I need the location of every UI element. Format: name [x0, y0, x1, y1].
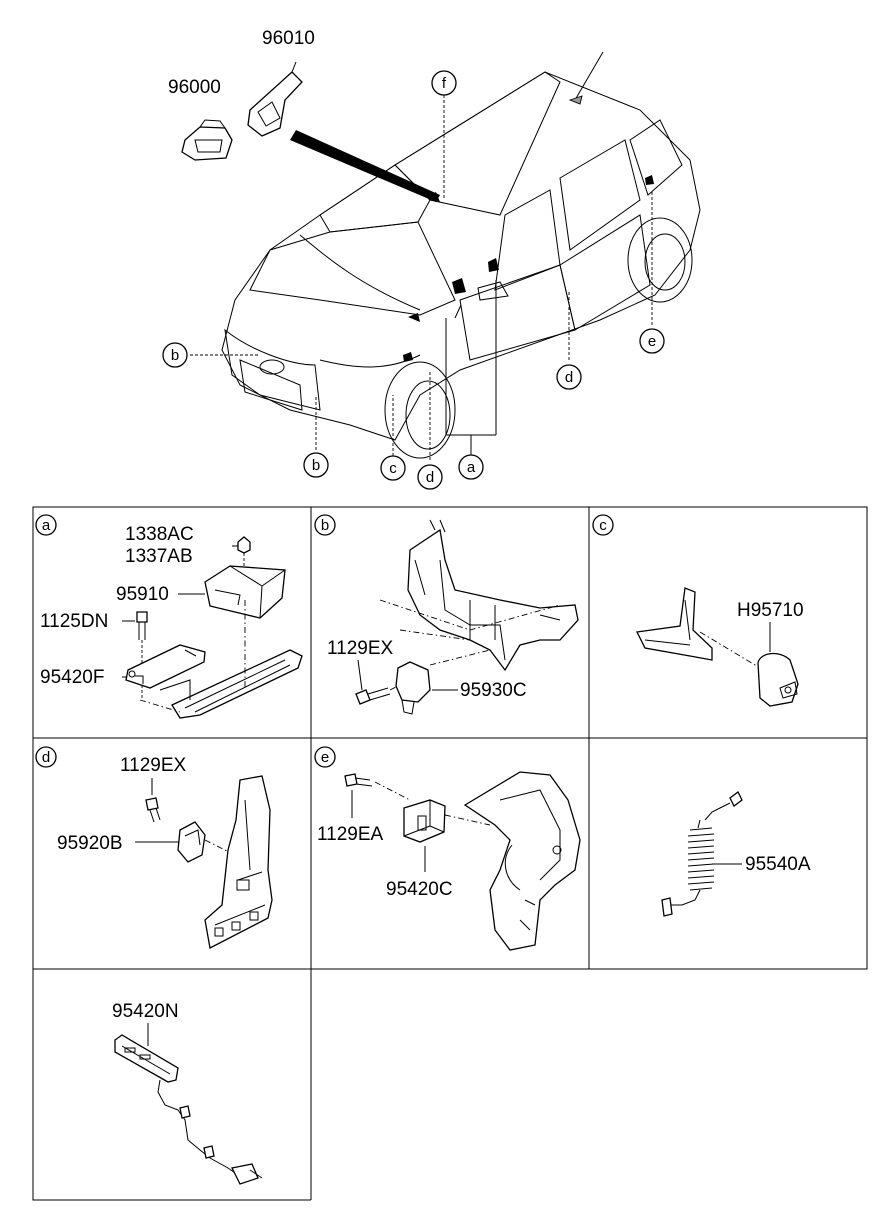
car-illustration	[181, 51, 701, 460]
panel-e-letter: e	[321, 749, 329, 766]
label-95420C: 95420C	[386, 879, 453, 900]
label-96010: 96010	[262, 28, 315, 49]
svg-text:d: d	[565, 369, 573, 386]
label-95920B: 95920B	[57, 833, 123, 854]
label-1129EX-d: 1129EX	[120, 755, 187, 776]
label-95910: 95910	[116, 584, 169, 605]
svg-text:b: b	[312, 457, 320, 474]
callout-b-bottom: b	[303, 452, 329, 478]
panel-d: d 1129EX 95920B	[35, 746, 273, 949]
callout-b-left: b	[162, 342, 188, 368]
panel-cable: 95540A	[661, 791, 811, 917]
label-1338AC: 1338AC	[125, 524, 194, 545]
panel-d-letter: d	[42, 749, 50, 766]
label-96000: 96000	[168, 77, 221, 98]
callout-c-bottom: c	[380, 455, 406, 481]
svg-text:b: b	[171, 347, 179, 364]
callout-e: e	[639, 328, 665, 354]
panel-b: b 1129EX 95930C	[314, 514, 579, 715]
label-1129EX-b: 1129EX	[327, 638, 394, 659]
label-95420F: 95420F	[40, 667, 104, 688]
panel-extension: 95420N	[112, 1001, 263, 1185]
panel-c-letter: c	[599, 517, 607, 534]
part-96000-switch	[181, 119, 233, 161]
callout-d-bottom: d	[417, 464, 443, 490]
callout-f: f	[431, 70, 457, 96]
panel-c: c H95710	[592, 514, 804, 707]
label-1125DN: 1125DN	[40, 611, 108, 632]
label-1337AB: 1337AB	[125, 546, 193, 567]
label-95930C: 95930C	[460, 680, 527, 701]
svg-text:d: d	[426, 469, 434, 486]
panel-b-letter: b	[321, 517, 329, 534]
panel-a-letter: a	[42, 517, 51, 534]
callout-d-right: d	[556, 364, 582, 390]
panel-a: a 1338AC 1337AB 95910 1125DN 95420F	[35, 514, 303, 719]
label-1129EA: 1129EA	[317, 824, 384, 845]
panel-e: e 1129EA 95420C	[314, 746, 581, 951]
svg-text:f: f	[442, 75, 447, 92]
label-95420N: 95420N	[112, 1001, 179, 1022]
part-96010-sensor	[247, 61, 303, 137]
detail-grid	[32, 506, 868, 1201]
svg-text:e: e	[648, 333, 656, 350]
callout-a-bottom: a	[458, 454, 484, 480]
svg-text:c: c	[389, 460, 397, 477]
svg-text:a: a	[467, 459, 476, 476]
label-95540A: 95540A	[745, 854, 811, 875]
label-H95710: H95710	[737, 600, 804, 621]
